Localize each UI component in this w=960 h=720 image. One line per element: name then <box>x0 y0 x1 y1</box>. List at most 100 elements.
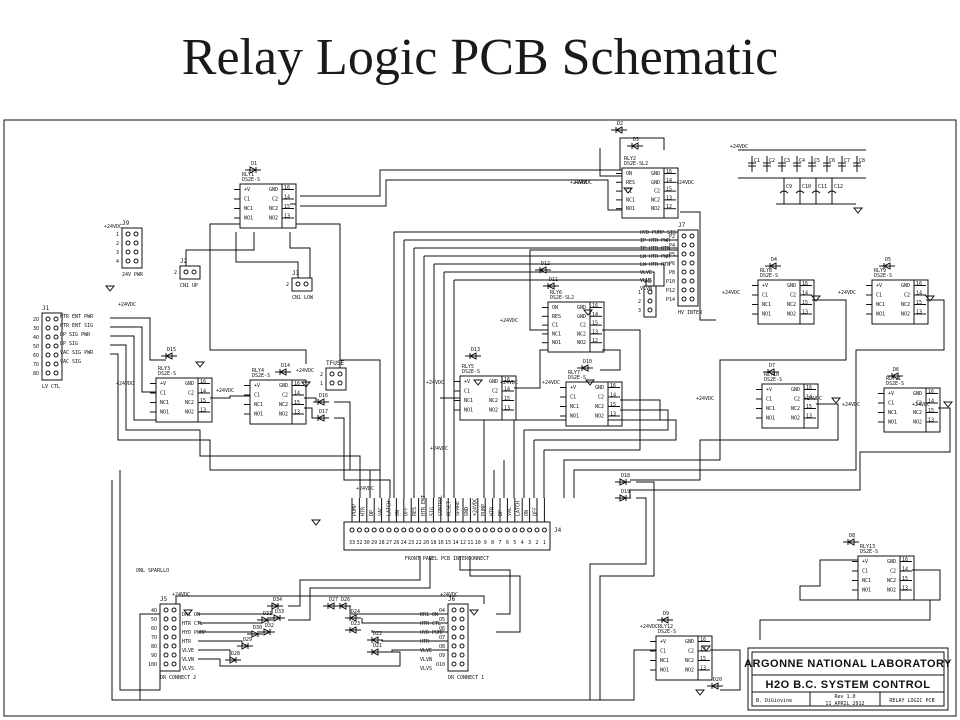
j6-signal-label: HTR <box>420 639 430 645</box>
wire-net <box>110 326 156 393</box>
ground-symbol <box>310 519 322 526</box>
connector-pin <box>171 652 177 658</box>
connector-pin-label: 1 <box>320 381 323 387</box>
connector-pin-label: 8 <box>491 540 494 546</box>
connector-name-label: FRONT PANEL PCB INTERCONNECT <box>405 556 489 562</box>
diode-ref-label: D6 <box>893 367 899 373</box>
relay-pin-label: NC1 <box>160 400 169 406</box>
relay-body <box>857 555 901 601</box>
connector-pin-label: 30 <box>364 540 370 546</box>
wire-net <box>534 419 677 441</box>
ground-symbol <box>182 609 194 616</box>
relay-pin-header <box>803 383 819 429</box>
diode-d20: D20 <box>707 677 723 690</box>
relay-ref-label: RLY1 <box>242 172 254 178</box>
power-label: +24VDC <box>172 592 190 598</box>
connector-body <box>121 227 143 269</box>
relay-pin-label: C1 <box>862 569 868 575</box>
power-label: +24VDC <box>542 380 560 386</box>
connector-pin <box>438 527 444 533</box>
connector-pin-label: 1 <box>543 540 546 546</box>
connector-pin <box>163 661 169 667</box>
connector-pin-label: 3 <box>638 308 641 314</box>
connector-pin <box>171 625 177 631</box>
connector-pin <box>647 289 653 295</box>
connector-pin <box>512 527 518 533</box>
connector-pin <box>401 527 407 533</box>
wire-net <box>235 232 299 278</box>
connector-pin-label: 32 <box>356 540 362 546</box>
wire-net <box>210 395 250 399</box>
relay-pin-label: C2 <box>790 293 796 299</box>
title-block: ARGONNE NATIONAL LABORATORY H2O B.C. SYS… <box>744 647 952 711</box>
relay-part-label: DS2E-S <box>658 629 676 635</box>
relay-pin-header <box>899 555 915 601</box>
connector-pin <box>337 371 343 377</box>
relay-pin-label: C1 <box>570 395 576 401</box>
relay-pin-label: +V <box>570 385 576 391</box>
wiring-layer <box>110 137 951 701</box>
relay-pin-label: NO2 <box>791 416 800 422</box>
connector-pin <box>125 231 131 237</box>
connector-pin <box>430 527 436 533</box>
relay-pin-label: NO2 <box>651 206 660 212</box>
connector-pin-label: 7 <box>498 540 501 546</box>
j1-signal-label: HTR ENT PWR <box>60 314 94 320</box>
connector-pin-label: O6 <box>439 626 445 632</box>
connector-pin <box>163 652 169 658</box>
connector-name-label: CN1 UP <box>180 283 198 289</box>
diode-d14: D14 <box>275 363 291 376</box>
relay-ref-label: RLY13 <box>860 544 875 550</box>
relay-pin-label: GND <box>185 381 194 387</box>
diode-d27: D27 <box>323 597 339 610</box>
connector-pin <box>45 325 51 331</box>
wire-net <box>459 556 511 615</box>
relay-pin-label: NC1 <box>254 402 263 408</box>
wire-net <box>175 595 485 604</box>
connector-ref-label: J6 <box>448 596 456 603</box>
relay-pin-number: 14 <box>666 178 672 184</box>
capacitor-plate <box>779 190 789 194</box>
relay-pin-label: NC1 <box>888 410 897 416</box>
connector-pin <box>125 258 131 264</box>
diode-d19: D19 <box>615 489 631 502</box>
connector-pin-label: 4 <box>521 540 524 546</box>
relay-pin-number: 16 <box>700 637 706 643</box>
relay-pin-number: 15 <box>806 404 812 410</box>
relay-pin-label: GND <box>685 639 694 645</box>
relay-body <box>883 387 927 433</box>
relay-pin-number: 15 <box>610 402 616 408</box>
connector-signal-label: PUMP <box>481 504 487 516</box>
diode-ref-label: D21 <box>373 643 382 649</box>
connector-pin <box>386 527 392 533</box>
wire-net <box>110 335 156 421</box>
connector-pin-label: P6 <box>669 261 675 267</box>
relay-pin-label: GND <box>269 187 278 193</box>
j5-signal-label: HYD PUMP <box>182 630 206 636</box>
connector-signal-label: VAC <box>507 507 513 516</box>
relay-pin-label: +V <box>766 387 772 393</box>
connector-pin-label: 2 <box>174 270 177 276</box>
relay-ref-label: RLY7 <box>568 370 580 376</box>
relay-body <box>155 377 199 423</box>
connector-pin-label: P8 <box>669 270 675 276</box>
wire-net <box>710 649 741 691</box>
j7-signal-label: VLVS <box>640 278 652 284</box>
connector-pin <box>349 527 355 533</box>
j1-signal-label: DP SIG <box>60 341 78 347</box>
power-label: +24VDC <box>500 318 518 324</box>
connector-signal-label: PUMP <box>352 504 358 516</box>
relay-pin-label: C2 <box>904 293 910 299</box>
connector-signal-label: ON <box>395 510 401 516</box>
connector-pin <box>125 249 131 255</box>
connector-signal-label: HTR <box>361 506 367 516</box>
diode-ref-label: D30 <box>253 625 262 631</box>
relay-pin-number: 15 <box>802 300 808 306</box>
